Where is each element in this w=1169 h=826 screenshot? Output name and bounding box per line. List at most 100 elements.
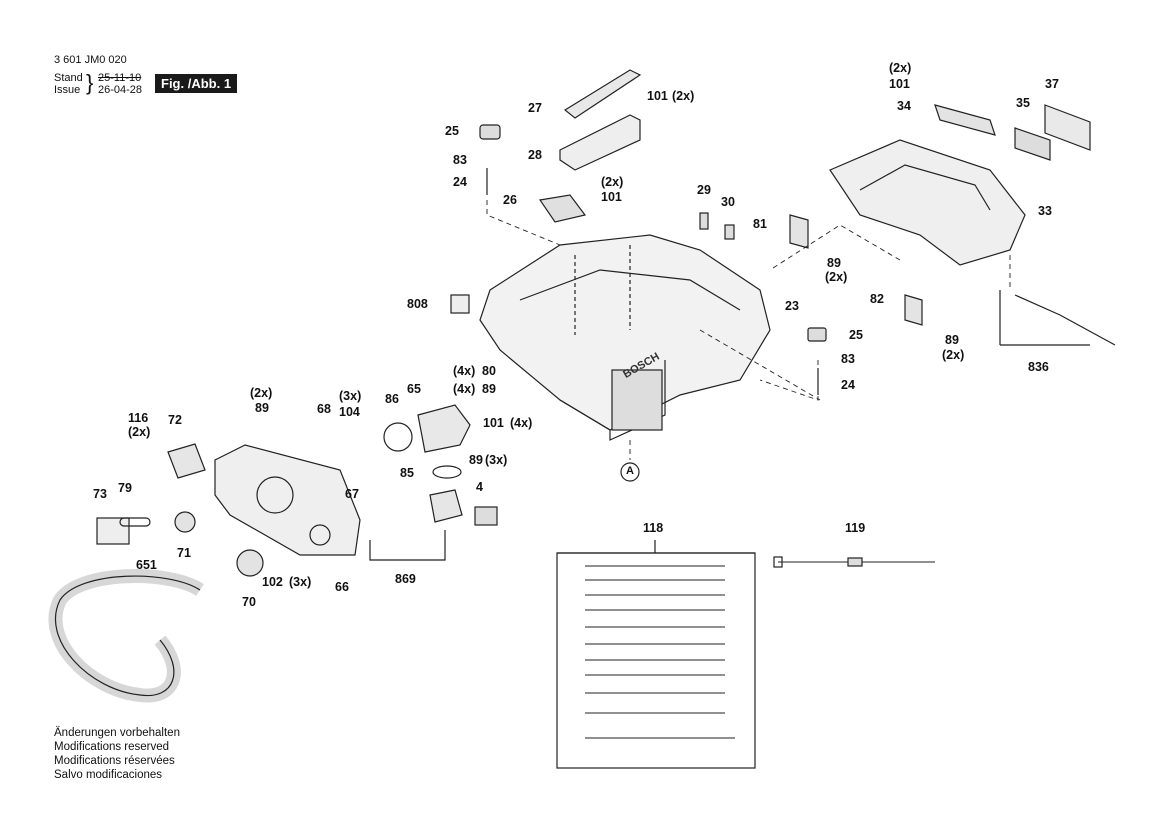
callout-89-qty-c: (2x): [942, 348, 965, 362]
clip-part-30: [724, 224, 735, 240]
callout-101-qty-c: (2x): [889, 61, 912, 75]
callout-101: 101: [647, 89, 668, 103]
callout-27: 27: [528, 101, 542, 115]
callout-85: 85: [400, 466, 414, 480]
callout-80-qty: (4x): [453, 364, 476, 378]
front-panel-part-66: [214, 444, 361, 556]
callout-71: 71: [177, 546, 191, 560]
callout-104-qty: (3x): [339, 389, 362, 403]
callout-869: 869: [395, 572, 416, 586]
callout-23: 23: [785, 299, 799, 313]
knob-part-70: [236, 549, 264, 577]
connector-part-71: [174, 511, 196, 533]
callout-37: 37: [1045, 77, 1059, 91]
handle-cover-part-27: [563, 69, 642, 119]
callout-28: 28: [528, 148, 542, 162]
callout-73: 73: [93, 487, 107, 501]
cap-part-25b: [807, 327, 827, 342]
callout-89-c: 89: [945, 333, 959, 347]
plate-part-73: [96, 517, 130, 545]
callout-79: 79: [118, 481, 132, 495]
callout-89-qty-e: (3x): [485, 453, 508, 467]
callout-68: 68: [317, 402, 331, 416]
callout-34: 34: [897, 99, 911, 113]
callout-70: 70: [242, 595, 256, 609]
note-en: Modifications reserved: [54, 741, 170, 753]
callout-72: 72: [168, 413, 182, 427]
callout-a: A: [626, 465, 634, 477]
callout-25-b: 25: [849, 328, 863, 342]
callout-102-qty: (3x): [289, 575, 312, 589]
callout-89-qty-a: (4x): [453, 382, 476, 396]
callout-101-d: 101: [483, 416, 504, 430]
filter-part-35: [1014, 127, 1051, 161]
hose-part-651: [48, 569, 204, 703]
callout-33: 33: [1038, 204, 1052, 218]
reference-marker-a: [620, 462, 640, 482]
callout-35: 35: [1016, 96, 1030, 110]
callout-65: 65: [407, 382, 421, 396]
coupling-part-65: [417, 404, 471, 453]
callout-808: 808: [407, 297, 428, 311]
callout-25: 25: [445, 124, 459, 138]
callout-67: 67: [345, 487, 359, 501]
callout-24-b: 24: [841, 378, 855, 392]
cover-part-37: [1044, 104, 1091, 151]
switch-part-4: [474, 506, 498, 526]
callout-89-a: 89: [482, 382, 496, 396]
label-part-808: [450, 294, 470, 314]
note-de: Änderungen vorbehalten: [54, 727, 180, 739]
callout-82: 82: [870, 292, 884, 306]
callout-101-qty: (2x): [672, 89, 695, 103]
callout-83-b: 83: [841, 352, 855, 366]
hinge-part-82: [904, 294, 923, 326]
callout-89-qty-d: (2x): [250, 386, 273, 400]
callout-118: 118: [643, 521, 664, 535]
issue-date: 26-04-28: [98, 84, 143, 96]
o-ring-part-86: [383, 422, 413, 452]
callout-89-e: 89: [469, 453, 483, 467]
callout-89-qty-b: (2x): [825, 270, 848, 284]
o-ring-part-85: [432, 465, 462, 479]
modification-notes: Änderungen vorbehalten Modifications res…: [54, 726, 180, 782]
note-fr: Modifications réservées: [54, 755, 175, 767]
callout-66: 66: [335, 580, 349, 594]
callout-4: 4: [476, 480, 483, 494]
issue-label: Issue: [54, 84, 81, 96]
callout-29: 29: [697, 183, 711, 197]
brace-glyph: }: [86, 70, 94, 95]
callout-104: 104: [339, 405, 360, 419]
callout-102: 102: [262, 575, 283, 589]
callout-101-qty-b: (2x): [601, 175, 624, 189]
rear-cover-part-33: [829, 139, 1026, 266]
callout-24: 24: [453, 175, 467, 189]
callout-101-qty-d: (4x): [510, 416, 533, 430]
callout-101-c: 101: [889, 77, 910, 91]
stand-date: 25-11-10: [98, 72, 142, 84]
callout-80: 80: [482, 364, 496, 378]
bracket-part-26: [538, 194, 587, 223]
callout-26: 26: [503, 193, 517, 207]
clip-part-29: [699, 212, 709, 230]
latch-part-34: [934, 104, 996, 136]
callout-89-d: 89: [255, 401, 269, 415]
callout-86: 86: [385, 392, 399, 406]
note-es: Salvo modificaciones: [54, 769, 163, 781]
callout-83: 83: [453, 153, 467, 167]
callout-651: 651: [136, 558, 157, 572]
callout-116-qty: (2x): [128, 425, 151, 439]
valve-part-869: [429, 489, 463, 523]
cover-part-72: [167, 443, 206, 479]
callout-30: 30: [721, 195, 735, 209]
stand-label: Stand: [54, 72, 83, 84]
callout-116: 116: [128, 411, 149, 425]
callout-101-b: 101: [601, 190, 622, 204]
hinge-part-81: [789, 214, 809, 249]
callout-81: 81: [753, 217, 767, 231]
document-number: 3 601 JM0 020: [54, 54, 127, 66]
cable-part-836: [1014, 294, 1116, 346]
bracket-part-79: [119, 517, 151, 527]
callout-89-b: 89: [827, 256, 841, 270]
callout-119: 119: [845, 521, 866, 535]
